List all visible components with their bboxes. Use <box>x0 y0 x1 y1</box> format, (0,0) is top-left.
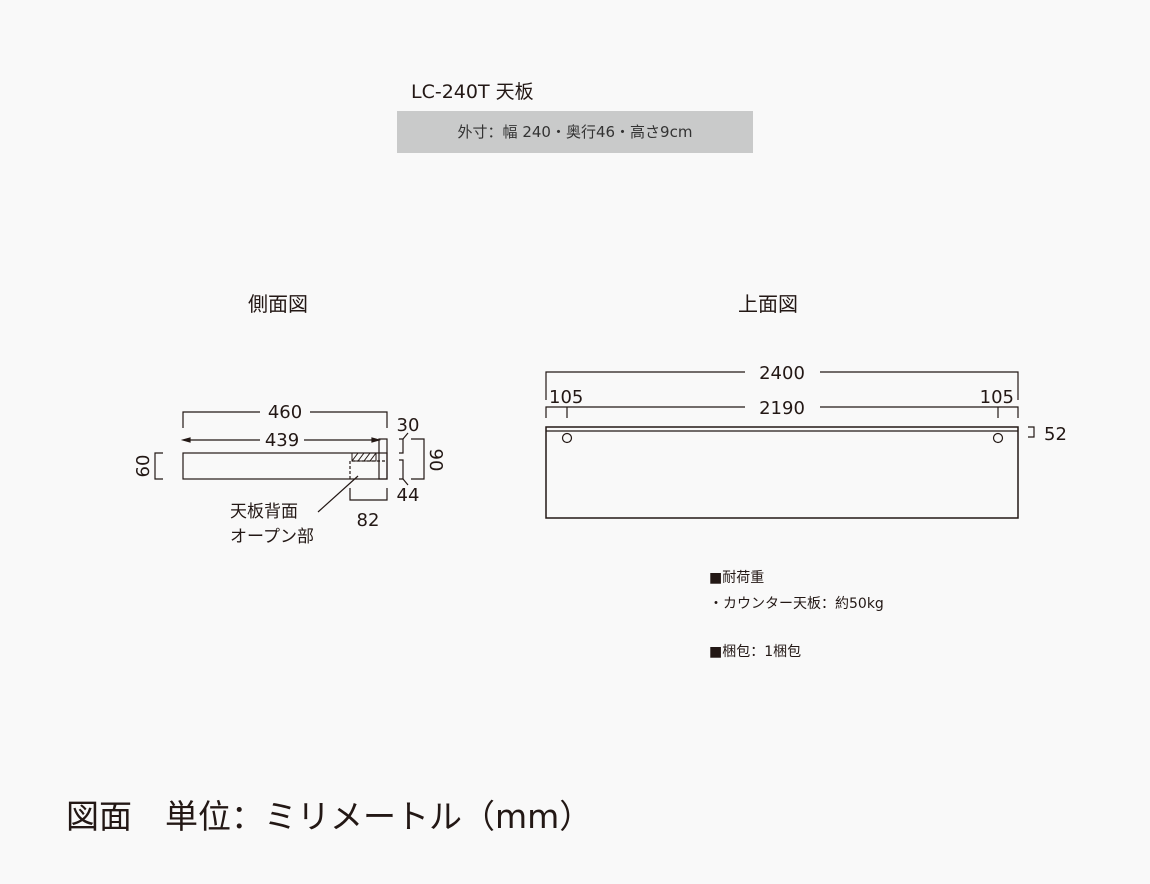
dim-90-label: 90 <box>425 449 446 472</box>
dim-2400-label: 2400 <box>759 363 805 384</box>
top-view-title: 上面図 <box>738 292 798 316</box>
dim-2400-left <box>545 371 745 400</box>
dim-30-bracket <box>399 438 404 454</box>
side-view-title: 側面図 <box>248 292 308 316</box>
dim-460-label: 460 <box>268 402 302 423</box>
open-area-label-1: 天板背面 <box>230 502 298 522</box>
hole-right-icon <box>992 432 1004 444</box>
top-body <box>182 452 388 480</box>
dim-52-bracket <box>1028 426 1035 438</box>
hole-left-icon <box>561 432 573 444</box>
open-area-dashed <box>349 460 387 479</box>
dim-60-bracket <box>154 452 163 480</box>
dim-82-bracket <box>349 488 388 501</box>
dim-30-leader <box>402 432 409 440</box>
dim-30-label: 30 <box>397 415 420 436</box>
dim-105-left-label: 105 <box>549 387 583 408</box>
hatch <box>351 452 377 462</box>
open-area-label-2: オープン部 <box>230 527 314 547</box>
dim-44-bracket <box>399 459 404 480</box>
back-panel <box>378 438 388 480</box>
arrow-left-icon <box>180 437 191 443</box>
dim-2190-right <box>820 406 1019 418</box>
side-view: 460 439 60 30 90 44 82 天板背面 オープン部 <box>133 402 446 547</box>
dim-60-label: 60 <box>133 455 154 478</box>
dim-105-right-label: 105 <box>980 387 1014 408</box>
dim-52-label: 52 <box>1044 424 1067 445</box>
arrow-right-icon <box>371 437 382 443</box>
dim-90-bracket <box>411 438 425 480</box>
dim-82-label: 82 <box>357 510 380 531</box>
dim-439-label: 439 <box>265 430 299 451</box>
product-title: LC-240T 天板 <box>411 81 534 103</box>
dim-460-line-right <box>310 411 388 428</box>
top-view: 2400 105 105 2190 52 <box>545 363 1067 519</box>
package-info: ■梱包：1梱包 <box>709 644 802 660</box>
unit-footer: 図面 単位：ミリメートル（mm） <box>66 797 593 836</box>
notes: ■耐荷重 ・カウンター天板：約50kg ■梱包：1梱包 <box>709 565 884 665</box>
dim-2400-right <box>820 371 1019 400</box>
dim-44-leader <box>402 478 409 486</box>
top-board <box>545 426 1019 519</box>
dim-2190-label: 2190 <box>759 398 805 419</box>
dim-460-line <box>182 411 260 428</box>
load-heading: ■耐荷重 <box>709 570 765 586</box>
dim-2190-left <box>545 406 745 418</box>
spec-banner: 外寸：幅 240・奥行46・高さ9cm <box>397 111 753 153</box>
dim-44-label: 44 <box>397 485 420 506</box>
open-area-leader <box>317 475 359 513</box>
load-item: ・カウンター天板：約50kg <box>709 596 884 612</box>
